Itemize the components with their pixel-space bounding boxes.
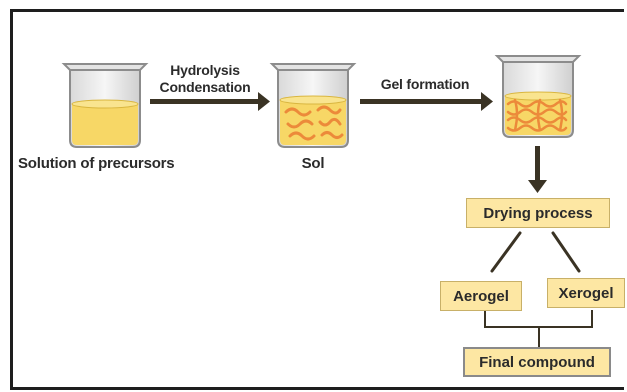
beaker-sol-icon: [269, 63, 357, 148]
aerogel-box: Aerogel: [440, 281, 522, 311]
beaker-precursors-icon: [61, 63, 149, 148]
final-compound-box: Final compound: [463, 347, 611, 377]
label-hydrolysis: Hydrolysis: [170, 62, 240, 78]
arrow-to-gel: [360, 92, 493, 111]
merge-connector: [484, 310, 593, 347]
beaker-gel-icon: [494, 55, 582, 138]
label-solution-of-precursors: Solution of precursors: [18, 155, 175, 172]
arrow-to-drying: [528, 146, 547, 193]
label-gel-formation: Gel formation: [380, 76, 470, 92]
drying-process-box: Drying process: [466, 198, 610, 228]
arrow-to-sol: [150, 92, 270, 111]
label-sol: Sol: [301, 155, 325, 172]
xerogel-box: Xerogel: [547, 278, 625, 308]
label-condensation: Condensation: [159, 79, 251, 95]
branch-lines: [490, 231, 581, 273]
